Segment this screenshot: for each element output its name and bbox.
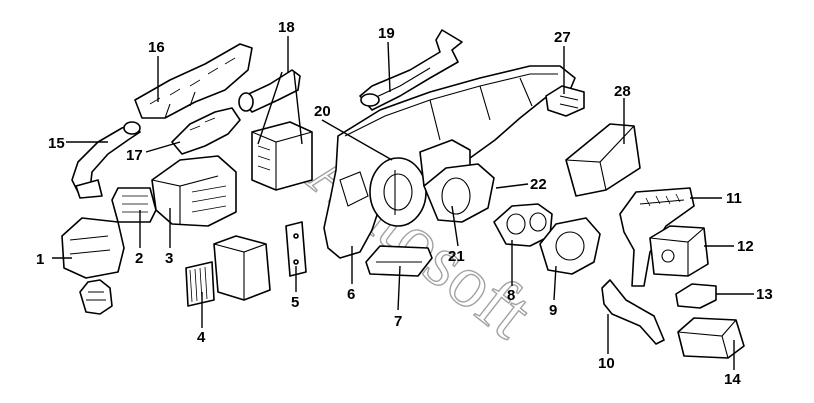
part-4-filter xyxy=(185,235,271,307)
part-9-meter-cover xyxy=(539,217,601,275)
part-16-defroster-duct xyxy=(134,43,253,119)
callout-16: 16 xyxy=(148,39,165,56)
callout-14: 14 xyxy=(724,371,741,388)
callout-9: 9 xyxy=(549,302,557,319)
callout-3: 3 xyxy=(165,250,173,267)
callout-13: 13 xyxy=(756,286,773,303)
part-1-heater-unit xyxy=(61,217,125,315)
part-15-hose xyxy=(71,121,141,199)
callout-17: 17 xyxy=(126,147,143,164)
callout-22: 22 xyxy=(530,176,547,193)
callout-4: 4 xyxy=(197,329,206,346)
callout-19: 19 xyxy=(378,25,395,42)
callout-labels: 1 2 3 4 5 6 7 8 9 10 11 12 13 14 15 16 1… xyxy=(36,19,773,388)
callout-15: 15 xyxy=(48,135,65,152)
part-3-heater-case xyxy=(151,155,237,227)
part-18-vent-tube xyxy=(238,69,313,191)
callout-20: 20 xyxy=(314,103,331,120)
part-19-upper-duct xyxy=(359,29,463,111)
callout-18: 18 xyxy=(278,19,295,36)
callout-6: 6 xyxy=(347,286,355,303)
part-17-side-duct xyxy=(171,107,241,155)
part-14-console-box xyxy=(677,317,745,359)
callout-7: 7 xyxy=(394,313,402,330)
callout-12: 12 xyxy=(737,238,754,255)
callout-11: 11 xyxy=(726,190,742,207)
part-22-cluster-hood xyxy=(423,163,495,223)
part-8-combination-meter xyxy=(493,203,553,247)
callout-27: 27 xyxy=(554,29,571,46)
part-13-switch-box xyxy=(675,283,717,309)
callout-10: 10 xyxy=(598,355,615,372)
callout-2: 2 xyxy=(135,250,143,267)
part-27-side-vent xyxy=(545,85,585,117)
part-7-tray xyxy=(365,245,433,277)
part-2-air-mix-panel xyxy=(111,187,157,223)
part-28-glove-box xyxy=(565,123,641,197)
callout-8: 8 xyxy=(507,287,515,304)
callout-1: 1 xyxy=(36,251,44,268)
part-5-bracket xyxy=(285,221,307,277)
callout-5: 5 xyxy=(291,294,299,311)
callout-21: 21 xyxy=(448,248,465,265)
leader-lines xyxy=(52,36,754,370)
part-12-audio-unit xyxy=(649,225,709,277)
callout-28: 28 xyxy=(614,83,631,100)
part-10-side-trim xyxy=(601,279,665,345)
